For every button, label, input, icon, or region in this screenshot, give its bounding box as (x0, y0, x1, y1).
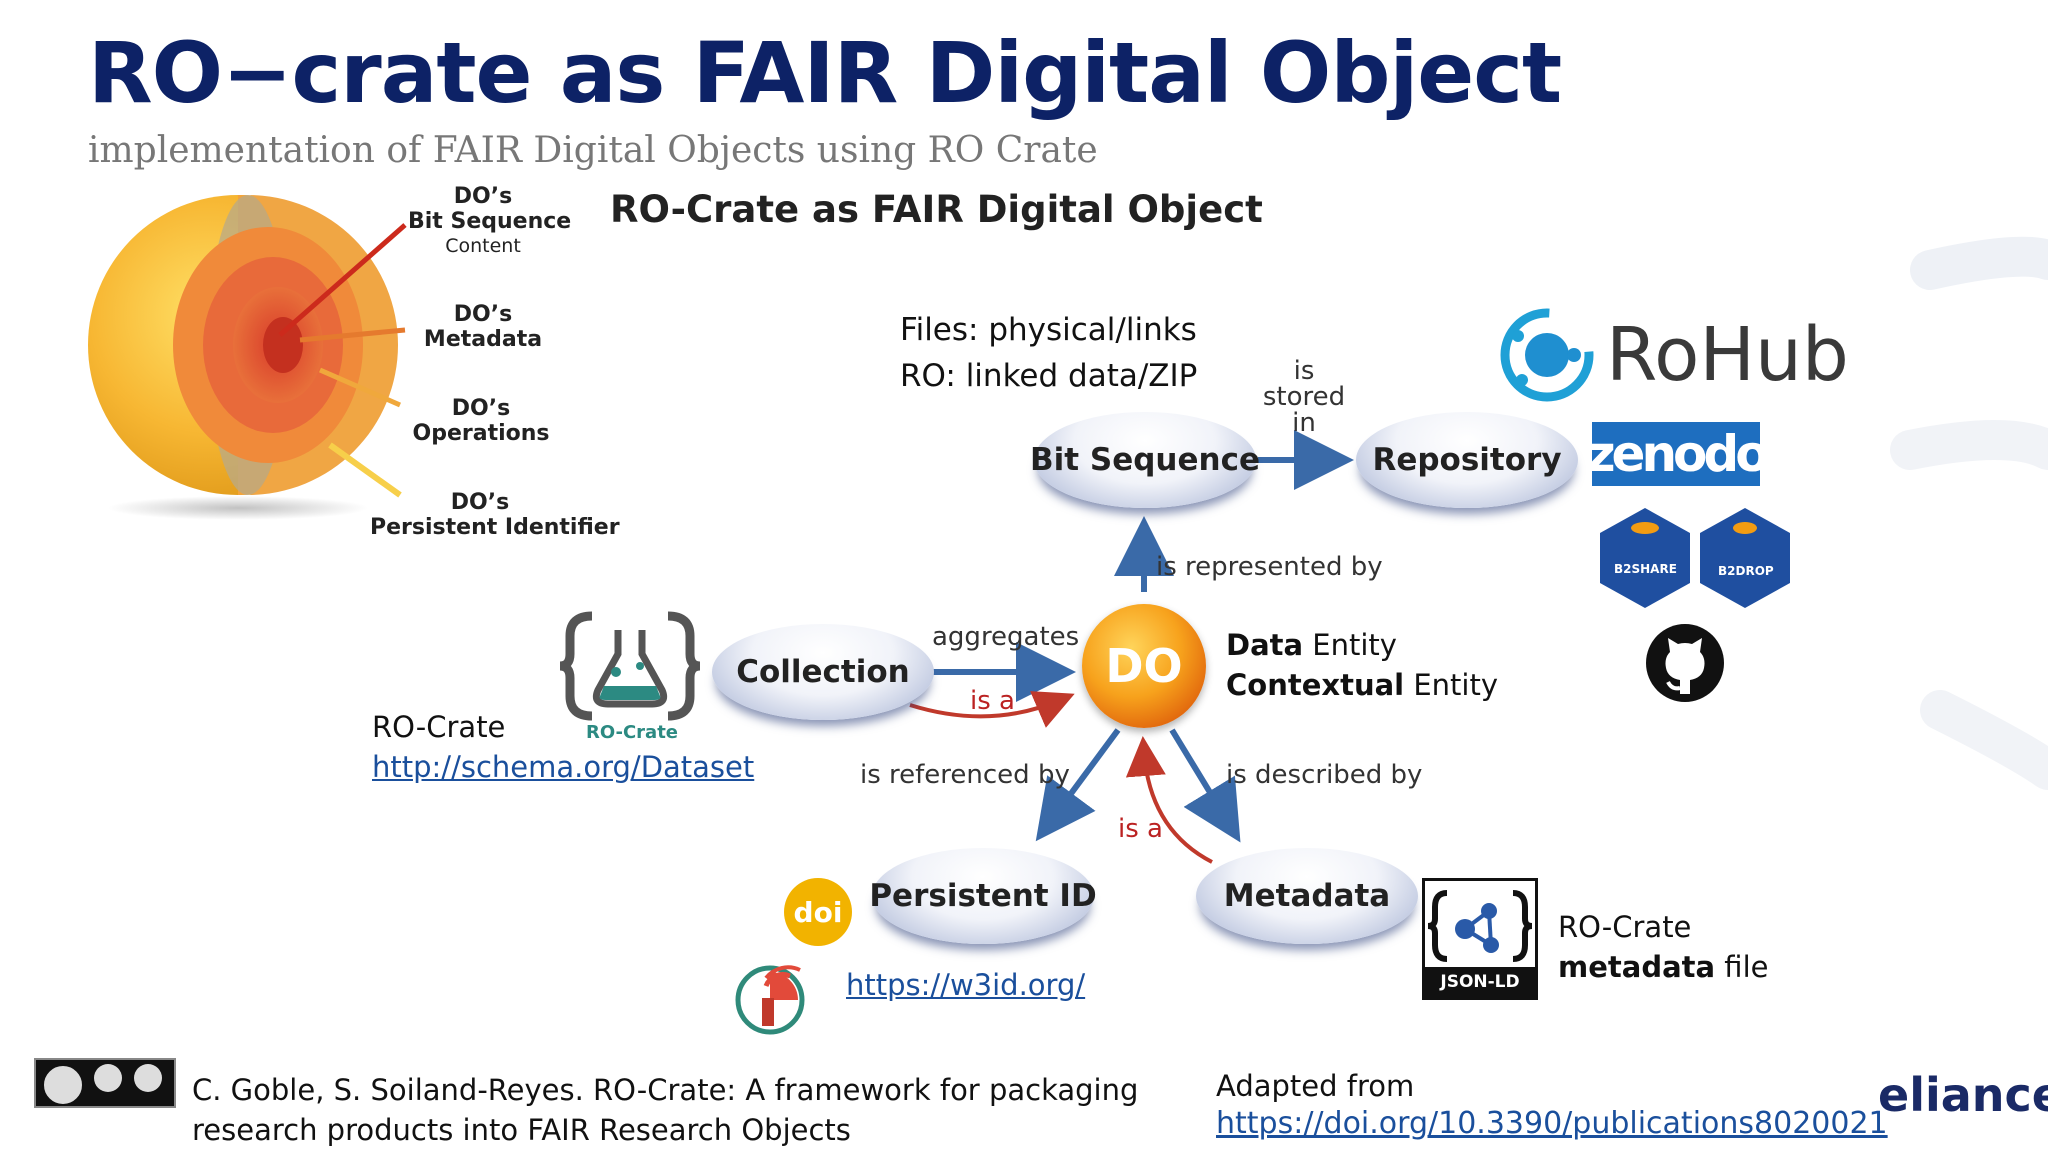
node-label: Repository (1372, 442, 1562, 478)
layer-label-pid: DO’s Persistent Identifier (370, 490, 620, 540)
contextual-entity-label: Contextual Entity (1226, 668, 1498, 702)
layer-label-line: DO’s (453, 184, 513, 209)
metadata-file-line-1: RO-Crate (1558, 910, 1692, 944)
doi-logo-text: doi (793, 895, 843, 929)
node-label: Bit Sequence (1030, 442, 1260, 478)
github-icon (1646, 624, 1724, 702)
w3id-logo-icon (735, 965, 805, 1035)
jsonld-logo-text: JSON-LD (1425, 967, 1535, 997)
citation-line-1: C. Goble, S. Soiland-Reyes. RO-Crate: A … (192, 1073, 1139, 1107)
zenodo-logo-text: zenodo (1586, 425, 1769, 483)
contextual-entity-bold: Contextual (1226, 668, 1405, 702)
metadata-file-rest: file (1715, 950, 1769, 984)
node-persistent-id: Persistent ID (869, 848, 1097, 944)
dataset-link[interactable]: http://schema.org/Dataset (372, 750, 755, 784)
b2drop-logo-icon (1700, 508, 1790, 608)
rohub-logo-icon (1500, 308, 1594, 402)
layer-label-metadata: DO’s Metadata (408, 302, 558, 352)
layer-label-line: Content (445, 235, 521, 257)
rocrate-label: RO-Crate (372, 710, 506, 744)
layer-label-line: DO’s (453, 302, 513, 327)
edge-label-is-a-metadata: is a (1118, 814, 1163, 844)
edge-label-is-referenced-by: is referenced by (860, 760, 1070, 790)
layer-label-line: Metadata (423, 327, 543, 352)
zenodo-logo-icon: zenodo (1586, 422, 1770, 486)
layer-label-line: Persistent Identifier (370, 515, 620, 540)
layer-label-bit-sequence: DO’s Bit Sequence Content (408, 184, 572, 259)
b2share-label: B2SHARE (1614, 562, 1677, 576)
edge-label-is-stored-in: is stored in (1262, 358, 1346, 436)
data-entity-label: Data Entity (1226, 628, 1397, 662)
doi-logo-icon: doi (784, 878, 852, 946)
sphere-leaders (278, 223, 407, 498)
contextual-entity-rest: Entity (1404, 668, 1498, 702)
citation: C. Goble, S. Soiland-Reyes. RO-Crate: A … (192, 1070, 1138, 1150)
adapted-from-label: Adapted from (1216, 1069, 1415, 1103)
node-label: DO (1105, 639, 1183, 693)
metadata-file-bold: metadata (1558, 950, 1716, 984)
layer-label-line: Operations (412, 421, 550, 446)
node-label: Metadata (1223, 878, 1391, 914)
rocrate-logo-caption: RO-Crate (586, 722, 679, 743)
layer-label-operations: DO’s Operations (406, 396, 556, 446)
edge-label-is-described-by: is described by (1226, 760, 1423, 790)
by-circle-icon (94, 1064, 122, 1092)
layer-label-line: DO’s (450, 490, 510, 515)
layer-label-line: DO’s (451, 396, 511, 421)
edge-label-aggregates: aggregates (932, 622, 1080, 652)
figure-title: RO-Crate as FAIR Digital Object (610, 188, 1263, 231)
node-collection: Collection (712, 624, 934, 720)
node-label: Persistent ID (869, 878, 1097, 914)
node-label: Collection (736, 654, 910, 690)
brand-logo: eliance (1878, 1068, 2048, 1122)
files-note-line-1: Files: physical/links (900, 312, 1197, 348)
layer-label-line: Bit Sequence (408, 209, 572, 234)
edge-label-is-a-collection: is a (970, 686, 1015, 716)
background-decoration (1890, 236, 2048, 790)
data-entity-rest: Entity (1303, 628, 1397, 662)
rohub-logo-text: RoHub (1606, 312, 1849, 398)
metadata-file-line-2: metadata file (1558, 950, 1768, 984)
node-metadata: Metadata (1196, 848, 1418, 944)
node-repository: Repository (1356, 412, 1578, 508)
node-bit-sequence: Bit Sequence (1030, 412, 1260, 508)
slide-subtitle: implementation of FAIR Digital Objects u… (88, 130, 1098, 171)
b2share-logo-icon (1600, 508, 1690, 608)
jsonld-logo-icon: JSON-LD (1422, 878, 1538, 1000)
citation-line-2: research products into FAIR Research Obj… (192, 1113, 851, 1147)
doi-link[interactable]: https://doi.org/10.3390/publications8020… (1216, 1106, 1888, 1141)
node-do: DO (1082, 604, 1206, 728)
jsonld-graph-icon (1427, 890, 1533, 962)
edge-label-line: stored (1262, 382, 1346, 412)
edge-label-is-represented-by: is represented by (1156, 552, 1383, 582)
data-entity-bold: Data (1226, 628, 1304, 662)
edge-label-line: is (1293, 356, 1315, 386)
cc-circle-icon (42, 1064, 84, 1106)
slide-title: RO−crate as FAIR Digital Object (88, 24, 1562, 122)
sa-circle-icon (134, 1064, 162, 1092)
w3id-link[interactable]: https://w3id.org/ (846, 968, 1086, 1002)
rocrate-logo-icon (559, 611, 701, 721)
edge-label-line: in (1292, 408, 1316, 438)
files-note-line-2: RO: linked data/ZIP (900, 358, 1198, 394)
b2drop-label: B2DROP (1718, 564, 1774, 578)
cc-by-sa-icon (34, 1058, 176, 1108)
